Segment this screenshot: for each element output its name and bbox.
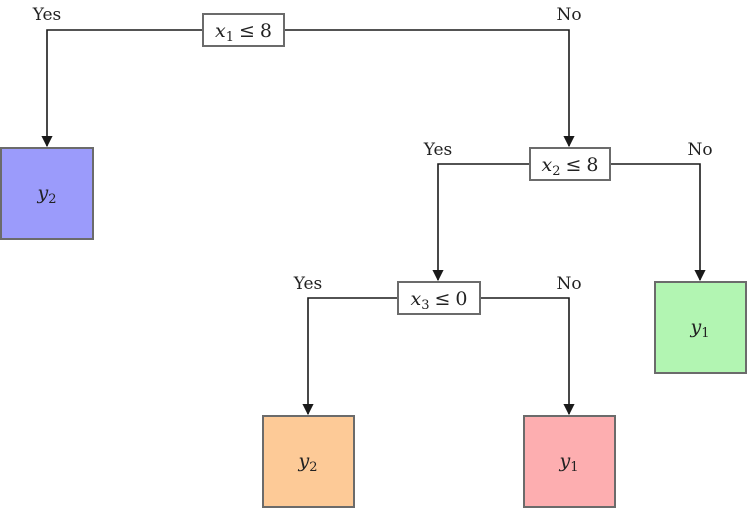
edge-root-yes [41,29,203,148]
leaf-root-yes-text: y2 [36,182,56,207]
edge-root-no [284,29,575,148]
edge-n3-no [480,297,575,416]
label-n3-yes: Yes [293,274,323,294]
leaf-n3-no-text: y1 [558,450,578,475]
label-n2-no: No [687,140,712,160]
leaf-n3-no: y1 [523,415,616,508]
condition-node-n2: x2≤8 [529,147,611,181]
label-n2-yes: Yes [423,140,453,160]
leaf-n3-yes: y2 [262,415,355,508]
condition-node-n3: x3≤0 [397,281,481,315]
edge-n2-yes [432,163,530,282]
condition-node-root: x1≤8 [202,13,285,47]
label-root-yes: Yes [32,5,62,25]
condition-n2-text: x2≤8 [541,154,598,179]
edge-n3-yes [302,297,398,416]
label-root-no: No [556,5,581,25]
leaf-n3-yes-text: y2 [297,450,317,475]
edge-n2-no [610,163,706,282]
label-n3-no: No [556,274,581,294]
condition-n3-text: x3≤0 [410,288,467,313]
leaf-n2-no-text: y1 [689,316,709,341]
condition-root-text: x1≤8 [215,20,272,45]
leaf-n2-no: y1 [654,281,747,374]
leaf-root-yes: y2 [0,147,94,240]
